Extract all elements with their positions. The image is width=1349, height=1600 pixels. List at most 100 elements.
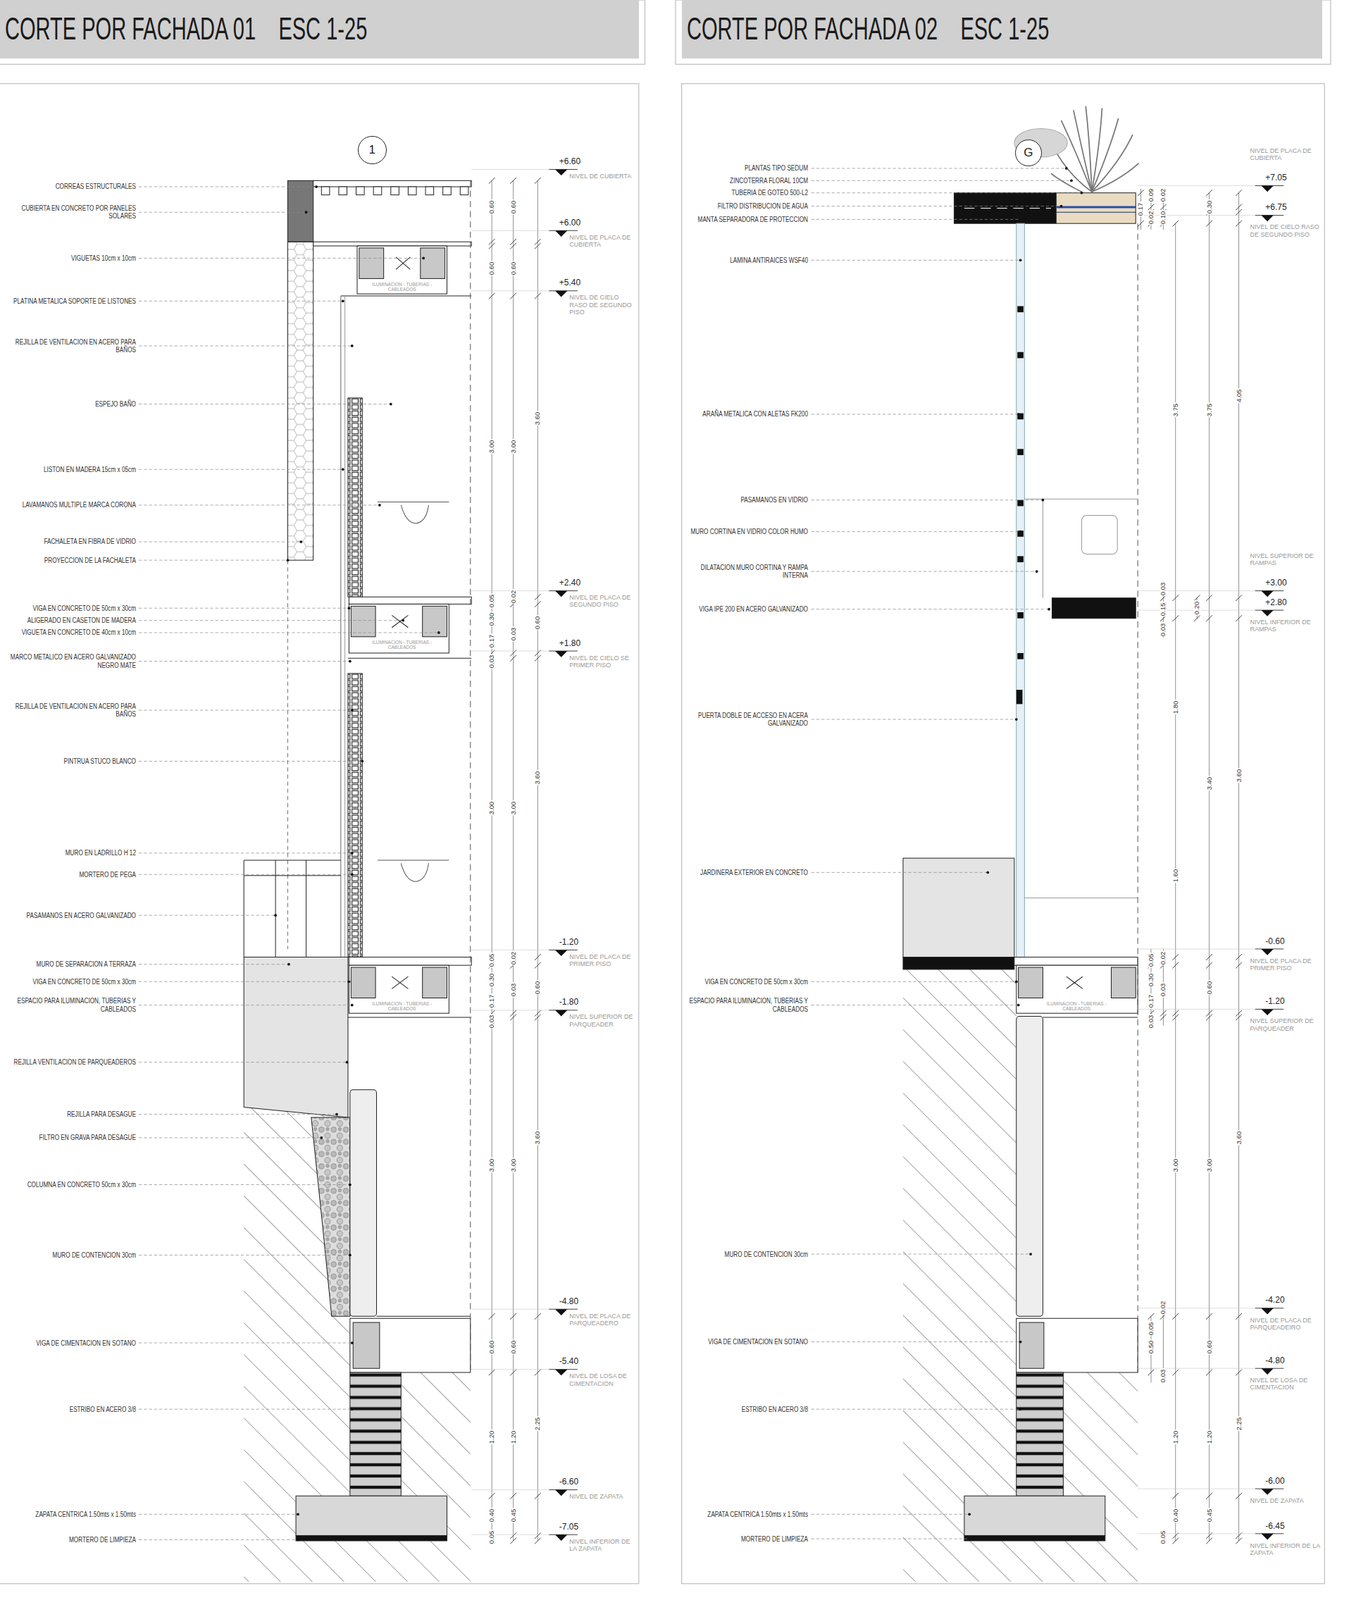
level-value: -6.45 <box>1265 1521 1285 1531</box>
leader-dot <box>360 760 364 763</box>
callout-label: PASAMANOS EN VIDRIO <box>686 495 808 505</box>
leader-line <box>138 541 301 543</box>
leader-line <box>811 414 1019 415</box>
dimension-tick <box>1172 1369 1179 1376</box>
dimension-value: 1.80 <box>1172 700 1180 716</box>
dimension-tick <box>534 953 542 961</box>
dimension-tick <box>1235 1492 1242 1500</box>
leader-dot <box>347 979 351 983</box>
callout-label: REJILLA DE VENTILACION EN ACERO PARA BAÑ… <box>5 338 136 355</box>
leader-dot <box>347 606 351 610</box>
level-triangle <box>555 1369 568 1376</box>
dimension-tick <box>488 1313 496 1320</box>
level-extension-line <box>471 1534 549 1535</box>
callout-label: MURO CORTINA EN VIDRIO COLOR HUMO <box>686 527 808 537</box>
level-value: +6.00 <box>559 218 581 227</box>
leader-dot <box>348 660 352 663</box>
level-value: -4.20 <box>1265 1295 1285 1304</box>
dimension-value: 0.02 <box>1160 950 1168 966</box>
level-extension-line <box>1137 1307 1256 1309</box>
dimension-tick <box>1205 962 1213 969</box>
leader-dot <box>1015 717 1018 721</box>
dimension-value: 0.45 <box>510 1508 518 1523</box>
dimension-value: 3.75 <box>1172 402 1180 418</box>
dimension-value: 3.00 <box>488 439 496 455</box>
dimension-value: 0.30 <box>488 612 496 627</box>
leader-line <box>138 607 349 609</box>
level-extension-line <box>1137 1488 1256 1490</box>
dimension-value: 0.40 <box>488 1508 496 1523</box>
dimension-value: 2.25 <box>534 1415 542 1431</box>
dimension-tick <box>1235 1313 1242 1320</box>
leader-line <box>811 167 1067 169</box>
leader-line <box>138 1061 348 1063</box>
level-description: NIVEL DE PLACA DE CUBIERTA <box>569 233 635 249</box>
dimension-value: 1.20 <box>1172 1429 1180 1445</box>
leader-line <box>811 499 1044 501</box>
dimension-tick <box>510 293 517 300</box>
dimension-tick <box>1205 189 1213 196</box>
dimension-value: 0.30 <box>1205 200 1214 215</box>
level-value: +6.60 <box>559 157 581 166</box>
dimension-tick <box>510 1537 517 1545</box>
level-extension-line <box>471 1368 549 1370</box>
level-description: NIVEL SUPERIOR DE RAMPAS <box>1249 552 1323 568</box>
level-triangle <box>555 290 568 298</box>
leader-dot <box>350 1341 354 1345</box>
dimension-tick <box>1172 962 1179 969</box>
dimension-tick <box>510 1369 517 1376</box>
callout-label: VIGA EN CONCRETO DE 50cm x 30cm <box>5 977 136 987</box>
callout-label: MURO DE CONTENCION 30cm <box>5 1251 136 1260</box>
level-description: NIVEL DE PLACA DE CUBIERTA <box>1249 147 1323 163</box>
leader-line <box>138 1539 298 1540</box>
leader-line <box>138 469 344 470</box>
leader-line <box>138 345 353 346</box>
leader-dot <box>1017 412 1021 416</box>
leader-dot <box>421 257 425 260</box>
callout-label: VIGA IPE 200 EN ACERO GALVANIZADO <box>686 605 808 614</box>
dimension-value: 0.60 <box>1205 1339 1214 1355</box>
callout-label: TUBERIA DE GOTEO 500-L2 <box>686 188 808 198</box>
dimension-value: 0.05 <box>488 953 496 968</box>
callout-label: MURO EN LADRILLO H 12 <box>5 848 136 858</box>
dimension-value: 3.00 <box>510 800 518 816</box>
level-triangle <box>555 1308 568 1316</box>
dimension-tick <box>1148 1313 1155 1320</box>
leader-line <box>811 571 1037 573</box>
level-description: NIVEL DE PLACA DE PRIMER PISO <box>1249 957 1323 973</box>
leader-line <box>138 403 391 405</box>
callout-label: VIGA EN CONCRETO DE 50cm x 30cm <box>5 604 136 613</box>
leader-line <box>811 1004 1019 1006</box>
leader-dot <box>437 631 441 634</box>
dimension-tick <box>488 293 496 300</box>
level-description: NIVEL DE ZAPATA <box>569 1492 635 1500</box>
dimension-tick <box>510 1532 517 1539</box>
level-value: -7.05 <box>559 1522 579 1531</box>
dimension-value: 0.02 <box>1160 1299 1168 1315</box>
leader-dot <box>319 1136 323 1140</box>
leader-line <box>138 257 424 259</box>
dimension-tick <box>1235 1369 1242 1376</box>
dimension-value: 0.05 <box>488 1529 496 1545</box>
callout-label: ALIGERADO EN CASETON DE MADERA <box>5 616 136 625</box>
callout-label: VIGA DE CIMENTACION EN SOTANO <box>5 1339 136 1348</box>
dimension-line <box>491 180 493 1541</box>
dimension-tick <box>488 243 496 250</box>
dimension-tick <box>534 1532 542 1539</box>
level-value: -5.40 <box>559 1356 579 1366</box>
leader-dot <box>348 1253 352 1257</box>
leader-line <box>138 1408 353 1410</box>
level-description: NIVEL SUPERIOR DE PARQUEADER <box>1249 1017 1323 1033</box>
callout-label: PASAMANOS EN ACERO GALVANIZADO <box>5 911 136 920</box>
leader-dot <box>389 402 393 406</box>
dimension-tick <box>510 243 517 250</box>
leader-dot <box>350 872 354 876</box>
leader-dot <box>296 1512 300 1516</box>
dimension-tick <box>1148 204 1155 211</box>
level-value: +2.40 <box>559 578 581 587</box>
dimension-tick <box>1172 1492 1179 1500</box>
title-bar: CORTE POR FACHADA 01 ESC 1-25 <box>0 0 639 59</box>
leader-dot <box>1041 498 1045 502</box>
level-triangle <box>555 1010 568 1017</box>
level-description: NIVEL DE CUBIERTA <box>569 172 635 180</box>
